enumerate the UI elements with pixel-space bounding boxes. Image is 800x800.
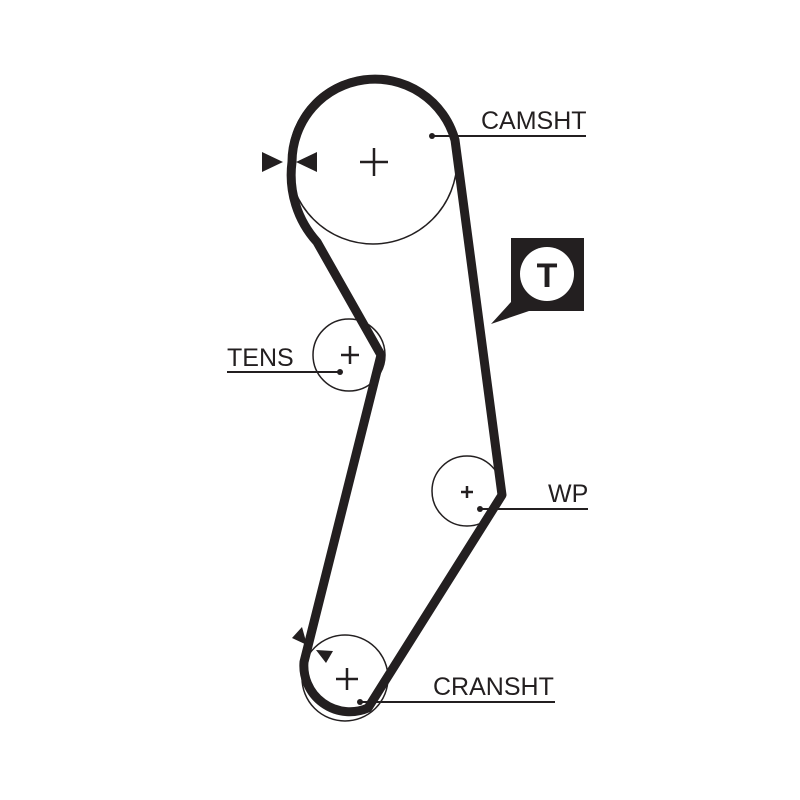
tensioner-center-plus-icon: [341, 346, 359, 364]
water-pump-leader-dot: [477, 506, 483, 512]
camshaft-center-plus-icon: [360, 148, 388, 176]
crankshaft-timing-arrow-inner-icon: [316, 650, 333, 663]
crankshaft-center-plus-icon: [336, 668, 358, 690]
camshaft-timing-arrow-right-icon: [296, 152, 317, 172]
camshaft-timing-arrows-icon: [262, 152, 317, 172]
timing-belt: [286, 74, 507, 717]
crankshaft-leader-dot: [357, 699, 363, 705]
water-pump-label: WP: [548, 480, 588, 508]
leader-lines: [227, 135, 588, 703]
pulleys: [288, 75, 503, 722]
water-pump-center-plus-icon: [461, 486, 473, 498]
tension-badge-circle: [520, 247, 574, 301]
camshaft-leader-dot: [429, 133, 435, 139]
tension-badge-letter: T: [537, 257, 558, 295]
camshaft-timing-arrow-left-icon: [262, 152, 283, 172]
crankshaft-label: CRANSHT: [433, 673, 554, 701]
tensioner-label: TENS: [227, 344, 294, 372]
tensioner-leader-dot: [337, 369, 343, 375]
crankshaft-timing-arrows-icon: [292, 627, 333, 663]
crankshaft-timing-arrow-outer-icon: [292, 627, 307, 645]
tension-badge-icon: T: [491, 238, 584, 324]
plus-marks: [336, 148, 473, 690]
camshaft-label: CAMSHT: [481, 107, 587, 135]
leader-dots: [337, 133, 483, 705]
